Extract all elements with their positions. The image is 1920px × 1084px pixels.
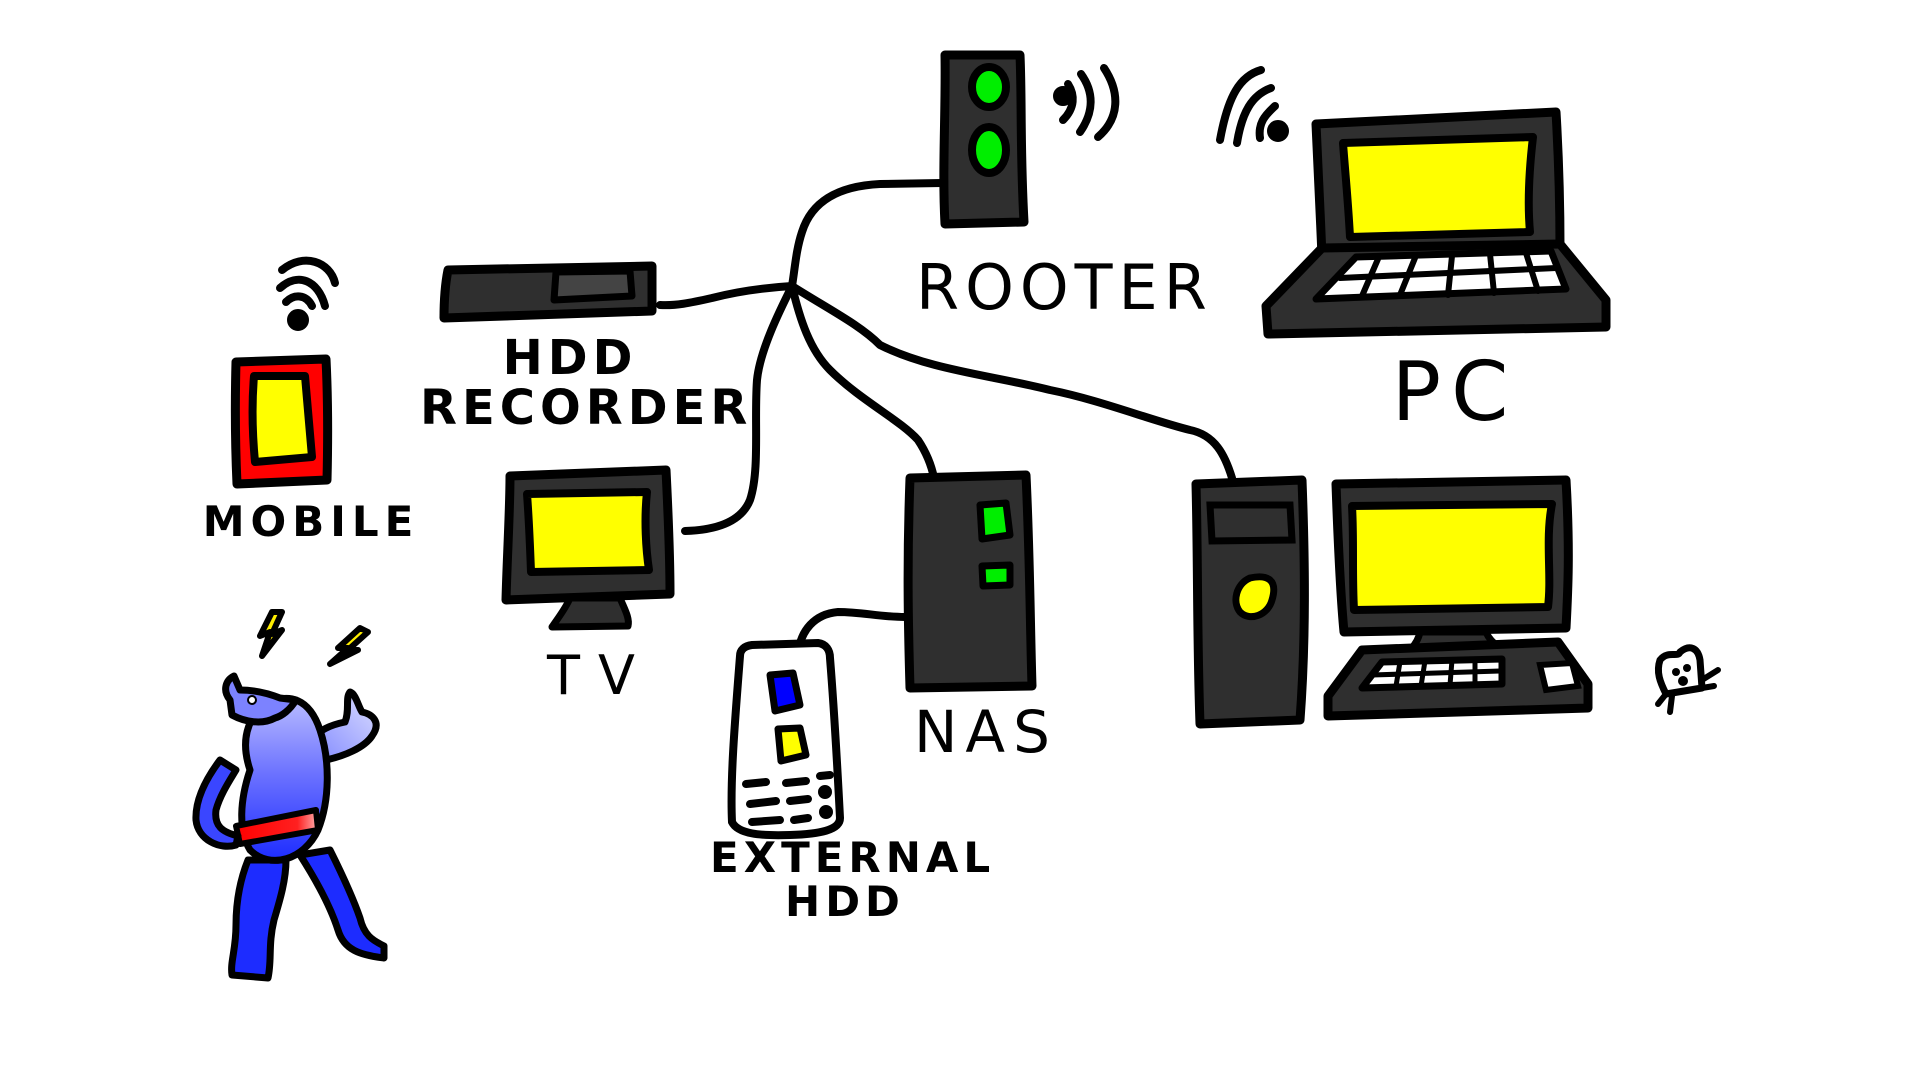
tv-device[interactable] — [501, 465, 675, 631]
tv-label: TV — [547, 644, 653, 707]
router-label: ROOTER — [916, 251, 1213, 324]
external-hdd-label: EXTERNAL HDD — [710, 833, 996, 927]
pc-label: PC — [1391, 345, 1519, 440]
router-led-2 — [968, 123, 1010, 177]
cable-nas-external-hdd — [794, 608, 909, 659]
mouse-critter-icon — [1654, 644, 1721, 715]
laptop-device[interactable] — [1261, 107, 1611, 339]
router-wifi-icon — [1053, 64, 1120, 141]
desktop-computer-device[interactable] — [1191, 475, 1593, 729]
external-hdd-device[interactable] — [727, 639, 844, 840]
desktop-key-dividers — [1371, 659, 1501, 687]
mobile-label: MOBILE — [202, 497, 420, 546]
cable-router-hub — [788, 179, 946, 290]
nas-led-1 — [976, 499, 1014, 543]
desktop-keyboard-pad — [1536, 659, 1582, 694]
cable-hub-nas — [788, 282, 938, 482]
router-led-1 — [968, 63, 1010, 111]
laptop-keys — [1337, 250, 1559, 299]
laptop-screen — [1339, 133, 1537, 241]
nas-device[interactable] — [903, 470, 1037, 693]
desktop-drive-bay — [1206, 501, 1296, 545]
mobile-screen — [248, 372, 316, 466]
external-hdd-vents — [742, 771, 834, 826]
external-hdd-led-blue — [766, 669, 804, 715]
cables — [656, 179, 1236, 659]
router-device[interactable] — [939, 50, 1029, 229]
lightning-icon — [327, 625, 371, 667]
desktop-power-button — [1232, 573, 1278, 621]
cable-hub-desktop — [788, 282, 1236, 482]
hdd-recorder-device[interactable] — [439, 261, 657, 323]
mobile-wifi-icon — [276, 256, 339, 331]
desktop-monitor-screen — [1348, 500, 1556, 614]
laptop-wifi-icon — [1216, 66, 1289, 147]
tv-stand — [548, 594, 632, 631]
hdd-recorder-label: HDD RECORDER — [420, 330, 753, 437]
hdd-recorder-panel — [550, 267, 636, 304]
cable-hub-tv — [681, 282, 796, 535]
angry-robot-character-icon — [192, 609, 388, 982]
external-hdd-led-yellow — [774, 724, 810, 765]
nas-led-2 — [978, 561, 1014, 590]
lightning-icon — [257, 609, 285, 659]
tv-screen — [523, 488, 653, 576]
mobile-device[interactable] — [230, 354, 333, 489]
cable-hub-hdd-recorder — [656, 282, 796, 310]
nas-label: NAS — [914, 698, 1058, 766]
